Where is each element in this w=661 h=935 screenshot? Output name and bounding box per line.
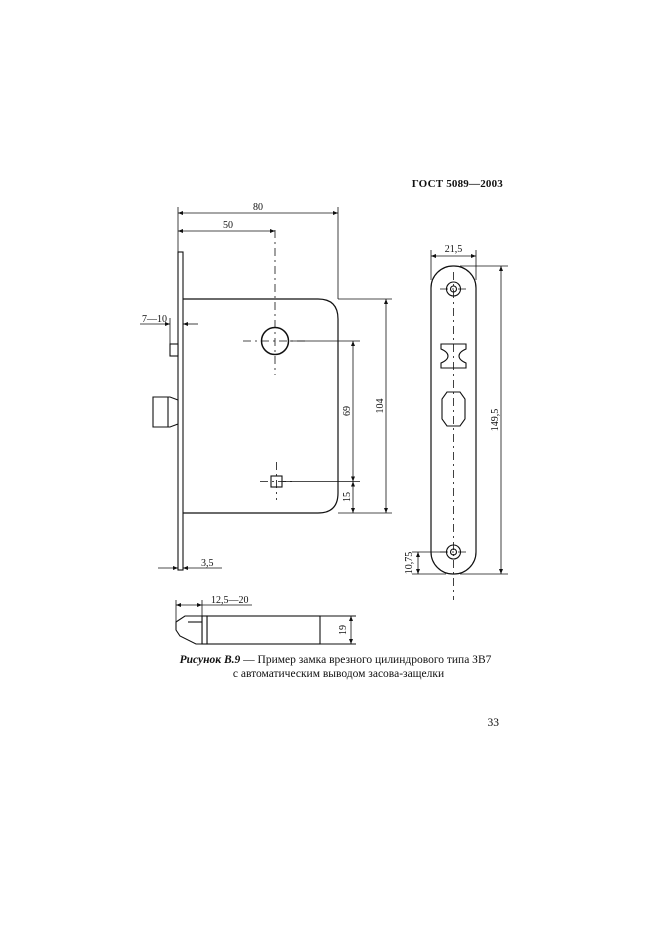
- dim-15-label: 15: [342, 492, 353, 502]
- latch-plan: [175, 615, 203, 645]
- dim-104: [338, 298, 392, 514]
- dim-149-5-label: 149,5: [490, 409, 501, 432]
- dim-21-5: [430, 250, 477, 280]
- centre-lines-main: [243, 230, 306, 500]
- dim-104-label: 104: [375, 399, 386, 414]
- dim-149-5: [460, 265, 508, 575]
- dim-69: [283, 340, 360, 482]
- dim-50-label: 50: [223, 220, 233, 231]
- faceplate: [177, 251, 184, 571]
- dim-80-label: 80: [253, 202, 263, 213]
- dim-19-label: 19: [338, 625, 349, 635]
- dim-21-5-label: 21,5: [445, 244, 463, 255]
- dim-69-label: 69: [342, 406, 353, 416]
- latch-bolt: [152, 396, 179, 428]
- lock-case: [183, 298, 339, 514]
- latch-detail-view: [175, 615, 356, 645]
- figure-label: Рисунок В.9: [179, 654, 241, 666]
- lock-body-view: [152, 251, 339, 571]
- dim-3-5-label: 3,5: [201, 558, 214, 569]
- dim-7-10: [140, 318, 198, 344]
- faceplate-notch: [169, 343, 179, 357]
- dim-80: [177, 207, 339, 299]
- page-number: 33: [487, 717, 500, 729]
- caption-dash: —: [240, 654, 258, 666]
- dim-12-5-20: [175, 600, 252, 624]
- dim-10-75: [412, 551, 446, 575]
- figure-caption-line1: Рисунок В.9 — Пример замка врезного цили…: [0, 653, 661, 667]
- caption-text-line1: Пример замка врезного цилиндрового типа …: [257, 654, 492, 666]
- faceplate-plan: [201, 615, 208, 645]
- lock-body-plan: [206, 615, 321, 645]
- latch-opening: [440, 343, 467, 369]
- dim-12-5-20-label: 12,5—20: [211, 595, 249, 606]
- bolt-opening: [441, 391, 466, 427]
- document-code: ГОСТ 5089—2003: [411, 178, 503, 190]
- dim-7-10-label: 7—10: [142, 314, 167, 325]
- dim-10-75-label: 10,75: [404, 552, 415, 575]
- figure-caption-line2: с автоматическим выводом засова-защелки: [232, 668, 445, 680]
